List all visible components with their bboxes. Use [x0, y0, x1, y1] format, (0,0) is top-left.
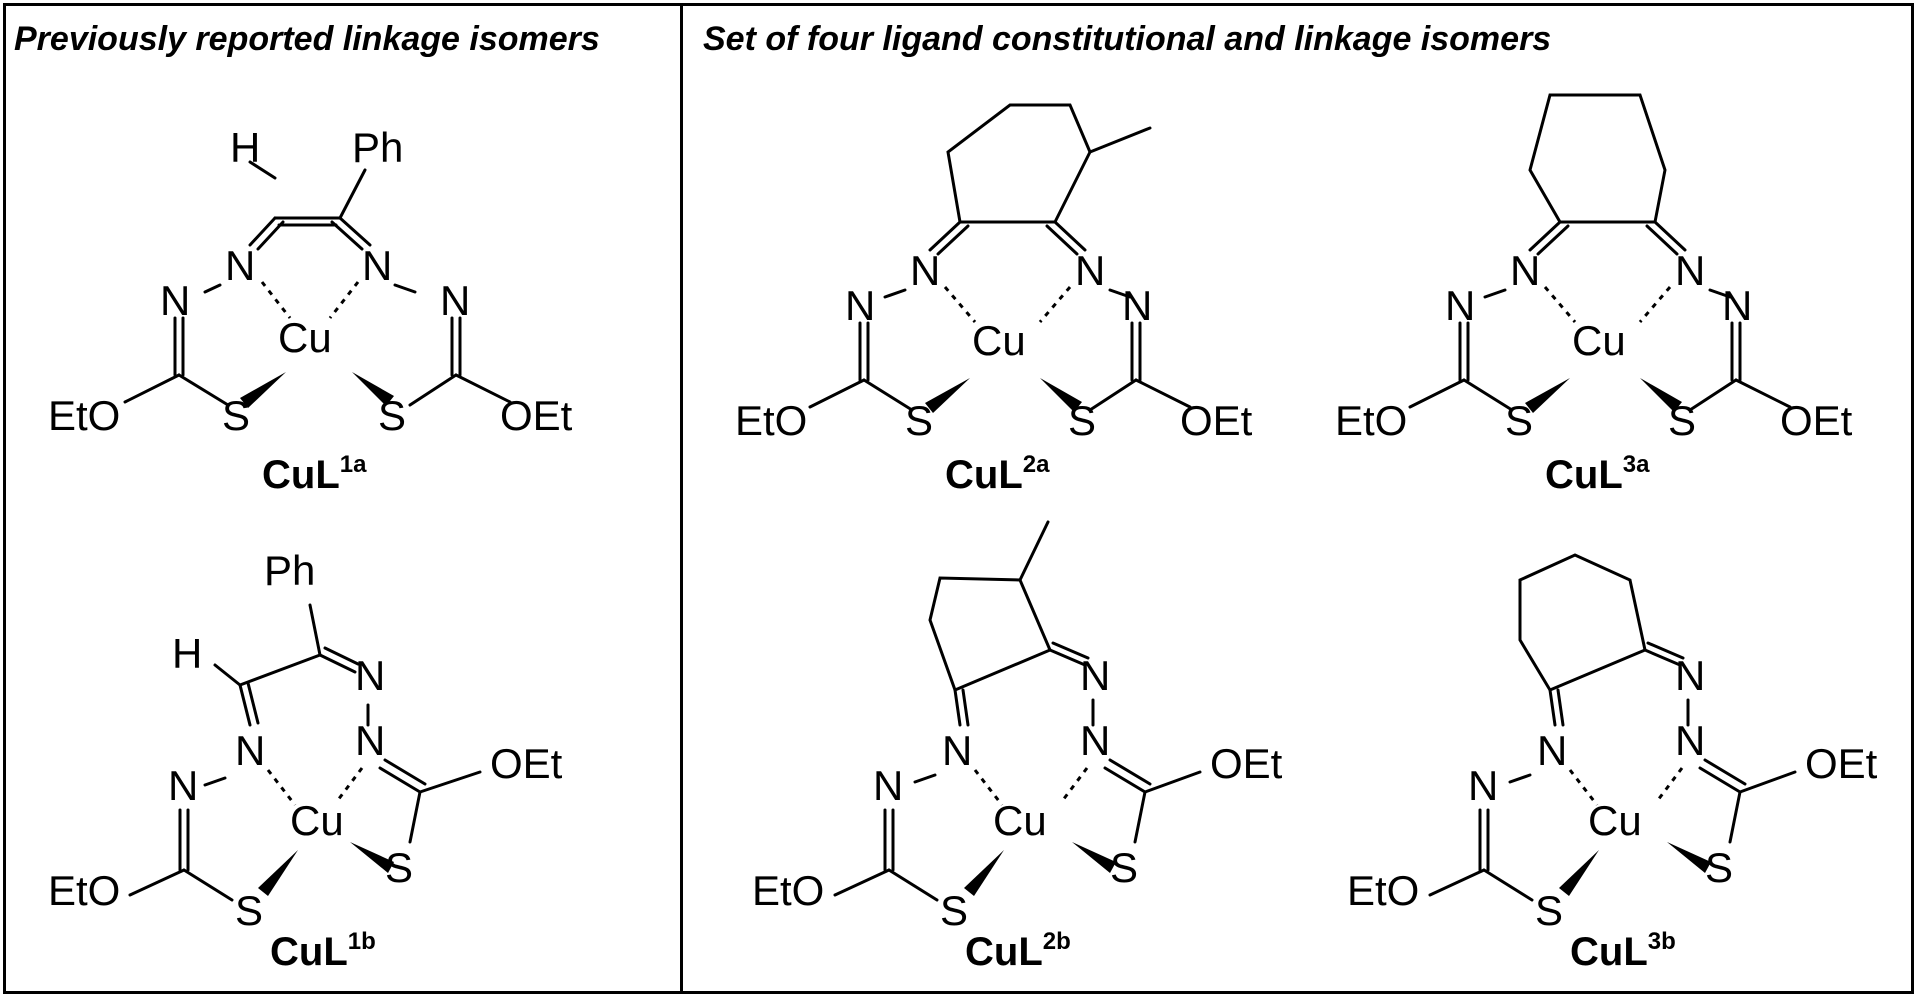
atom-s: S	[905, 397, 933, 444]
atom-n: N	[1080, 717, 1110, 764]
structure-cul3b	[1428, 553, 1797, 902]
compound-label-cul1a: CuL1a	[262, 451, 367, 497]
atom-n: N	[1722, 282, 1752, 329]
atom-cu: Cu	[993, 797, 1047, 844]
atom-s: S	[1668, 397, 1696, 444]
atom-eto: EtO	[752, 867, 824, 914]
compound-label-cul3a: CuL3a	[1545, 451, 1650, 497]
atom-oet: OEt	[500, 392, 573, 439]
atom-n: N	[362, 242, 392, 289]
atom-eto: EtO	[48, 867, 120, 914]
structure-cul2a	[808, 103, 1192, 413]
right-panel-title: Set of four ligand constitutional and li…	[703, 20, 1552, 58]
structure-cul2b	[833, 520, 1202, 902]
atom-eto: EtO	[735, 397, 807, 444]
atom-s: S	[1705, 844, 1733, 891]
atom-n: N	[1675, 652, 1705, 699]
atom-ph: Ph	[264, 547, 315, 594]
compound-label-cul1b: CuL1b	[270, 928, 376, 974]
atom-s: S	[940, 887, 968, 934]
structure-cul3a	[1408, 93, 1792, 413]
atom-n: N	[168, 762, 198, 809]
compound-label-cul3b: CuL3b	[1570, 928, 1676, 974]
atom-n: N	[910, 247, 940, 294]
panel-divider	[680, 3, 683, 994]
atom-n: N	[873, 762, 903, 809]
atom-cu: Cu	[278, 314, 332, 361]
atom-n: N	[1122, 282, 1152, 329]
atom-eto: EtO	[48, 392, 120, 439]
figure-frame	[3, 3, 1914, 994]
atom-cu: Cu	[1572, 317, 1626, 364]
atom-n: N	[440, 277, 470, 324]
atom-n: N	[1675, 247, 1705, 294]
atom-eto: EtO	[1335, 397, 1407, 444]
atom-eto: EtO	[1347, 867, 1419, 914]
atom-s: S	[385, 844, 413, 891]
atom-s: S	[1505, 397, 1533, 444]
atom-s: S	[1110, 844, 1138, 891]
atom-oet: OEt	[1210, 740, 1283, 787]
structure-cul1a	[123, 160, 512, 408]
atom-ph: Ph	[352, 124, 403, 171]
atom-n: N	[1510, 247, 1540, 294]
atom-n: N	[355, 717, 385, 764]
left-panel-title: Previously reported linkage isomers	[14, 20, 600, 58]
atom-s: S	[222, 392, 250, 439]
atom-n: N	[355, 652, 385, 699]
atom-s: S	[1068, 397, 1096, 444]
structure-cul1b	[128, 603, 482, 902]
atom-cu: Cu	[972, 317, 1026, 364]
atom-n: N	[1075, 247, 1105, 294]
atom-n: N	[235, 727, 265, 774]
atom-n: N	[1445, 282, 1475, 329]
atom-n: N	[1675, 717, 1705, 764]
atom-cu: Cu	[290, 797, 344, 844]
atom-oet: OEt	[490, 740, 563, 787]
atom-s: S	[1535, 887, 1563, 934]
atom-s: S	[378, 392, 406, 439]
compound-label-cul2a: CuL2a	[945, 451, 1050, 497]
atom-oet: OEt	[1780, 397, 1853, 444]
atom-s: S	[235, 887, 263, 934]
atom-cu: Cu	[1588, 797, 1642, 844]
atom-n: N	[1080, 652, 1110, 699]
atom-oet: OEt	[1180, 397, 1253, 444]
atom-n: N	[225, 242, 255, 289]
atom-n: N	[942, 727, 972, 774]
atom-n: N	[1537, 727, 1567, 774]
atom-n: N	[160, 277, 190, 324]
atom-n: N	[1468, 762, 1498, 809]
atom-oet: OEt	[1805, 740, 1878, 787]
atom-h: H	[230, 124, 260, 171]
atom-n: N	[845, 282, 875, 329]
compound-label-cul2b: CuL2b	[965, 928, 1071, 974]
atom-h: H	[172, 630, 202, 677]
